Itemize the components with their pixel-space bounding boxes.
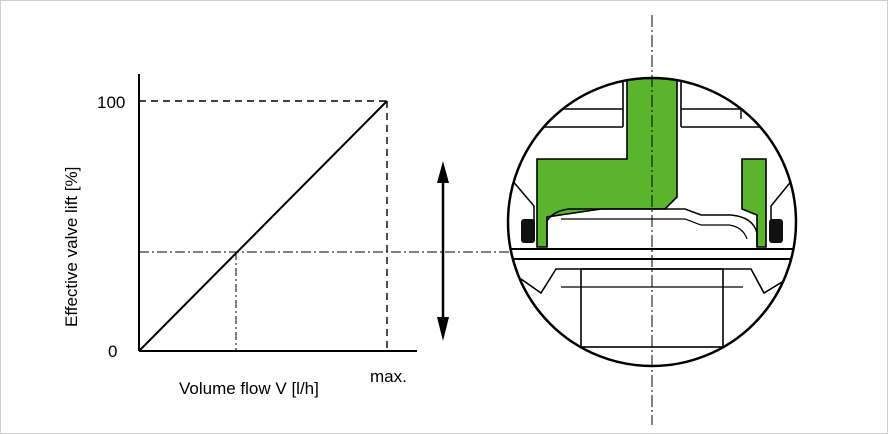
lift-series-line xyxy=(138,100,388,352)
x-tick-max: max. xyxy=(370,367,407,386)
y-tick-0: 0 xyxy=(108,342,117,361)
x-axis-title: Volume flow V [l/h] xyxy=(179,379,319,398)
valve-cross-section-icon xyxy=(506,15,798,425)
lift-chart: 100 0 max. Effective valve lift [%] Volu… xyxy=(62,74,417,398)
double-arrow-vertical-icon xyxy=(437,161,449,341)
y-axis-title: Effective valve lift [%] xyxy=(62,167,81,327)
valve-plug xyxy=(536,78,678,248)
y-tick-100: 100 xyxy=(97,93,125,112)
